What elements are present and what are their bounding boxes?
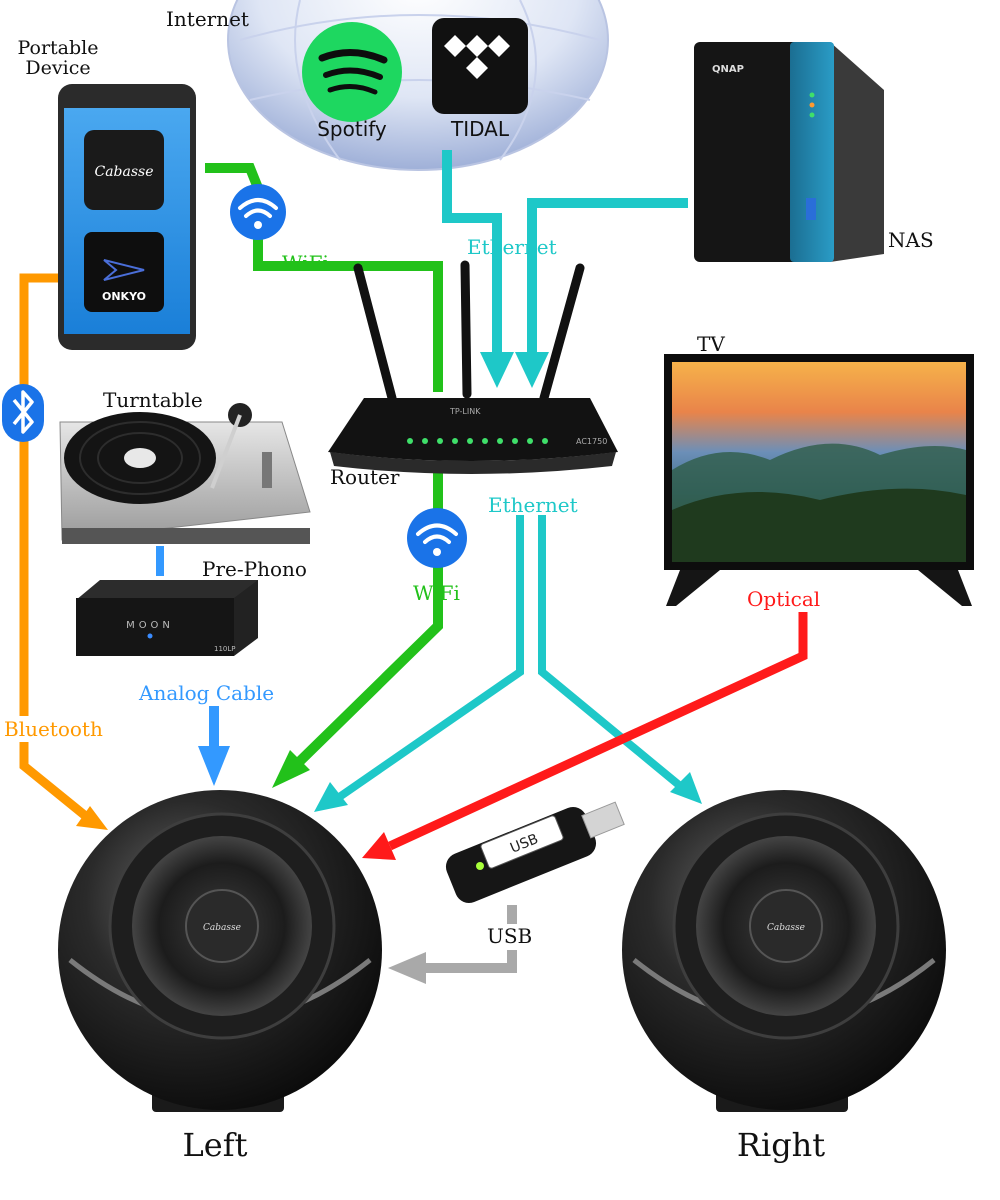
analog-cable-label: Analog Cable	[138, 681, 274, 705]
prephono-brand: MOON	[126, 620, 174, 631]
onkyo-app-label: ONKYO	[102, 290, 146, 303]
wifi-line-router-left	[291, 468, 443, 770]
router-label: Router	[330, 465, 400, 489]
optical-label: Optical	[747, 587, 820, 611]
spotify-label: Spotify	[317, 117, 387, 141]
ethernet-line-router-right	[538, 515, 688, 794]
prephono-label: Pre-Phono	[202, 557, 307, 581]
prephono-model: 110LP	[214, 645, 235, 653]
onkyo-app-icon[interactable]	[84, 232, 164, 312]
router-status-lights	[407, 438, 548, 444]
optical-arrow-left	[362, 832, 396, 860]
spotify-icon[interactable]	[302, 22, 402, 122]
bluetooth-icon	[2, 384, 44, 442]
ethernet-line-nas-router	[527, 198, 688, 355]
nas-label: NAS	[888, 228, 934, 252]
router-model: AC1750	[576, 437, 607, 446]
wifi-label-bottom: WiFi	[413, 581, 460, 605]
prephono-device: MOON 110LP	[76, 580, 258, 656]
usb-label: USB	[487, 924, 532, 948]
wifi-arrow-left	[272, 750, 310, 788]
nas-brand: QNAP	[712, 64, 744, 75]
right-speaker: Cabasse	[622, 790, 946, 1112]
optical-line-tv-left	[388, 612, 808, 851]
ethernet-arrow-left	[314, 782, 348, 812]
left-speaker-label: Left	[183, 1126, 248, 1164]
wifi-icon	[230, 184, 286, 240]
router-brand: TP-LINK	[449, 407, 481, 416]
right-speaker-label: Right	[737, 1126, 825, 1164]
internet-globe	[227, 0, 609, 171]
ethernet-line-internet-router	[442, 150, 502, 355]
cabasse-app-label: Cabasse	[94, 164, 153, 180]
tidal-icon[interactable]	[432, 18, 528, 114]
tv-label: TV	[697, 332, 725, 356]
cabasse-app-icon[interactable]	[84, 130, 164, 210]
turntable-label: Turntable	[103, 388, 203, 412]
router-device: TP-LINK AC1750	[328, 260, 618, 474]
ethernet-label-top: Ethernet	[467, 235, 557, 259]
internet-label: Internet	[166, 7, 249, 31]
portable-device-label-line1: Portable	[18, 37, 99, 59]
left-speaker: Cabasse	[58, 790, 382, 1112]
tv-device	[664, 354, 974, 606]
bluetooth-line-phone-left	[19, 273, 91, 822]
turntable-device	[59, 403, 311, 544]
usb-arrow-left	[388, 952, 426, 984]
ethernet-arrow-internet	[480, 352, 514, 388]
bluetooth-label: Bluetooth	[4, 717, 103, 741]
left-speaker-brand: Cabasse	[203, 923, 241, 933]
nas-device: QNAP	[694, 42, 884, 262]
bluetooth-arrow-left	[76, 806, 108, 830]
ethernet-arrow-right	[670, 772, 702, 804]
tidal-label: TIDAL	[450, 117, 510, 141]
portable-device-label-line2: Device	[25, 57, 90, 79]
phone: Cabasse ONKYO	[58, 84, 196, 350]
ethernet-line-router-left	[332, 515, 524, 804]
ethernet-arrow-nas	[515, 352, 549, 388]
analog-arrow-left	[198, 746, 230, 786]
usb-stick: USB	[445, 801, 625, 903]
wifi-icon	[407, 508, 467, 568]
wifi-label-top: WiFi	[282, 251, 329, 275]
right-speaker-brand: Cabasse	[767, 923, 805, 933]
ethernet-label-bottom: Ethernet	[488, 493, 578, 517]
